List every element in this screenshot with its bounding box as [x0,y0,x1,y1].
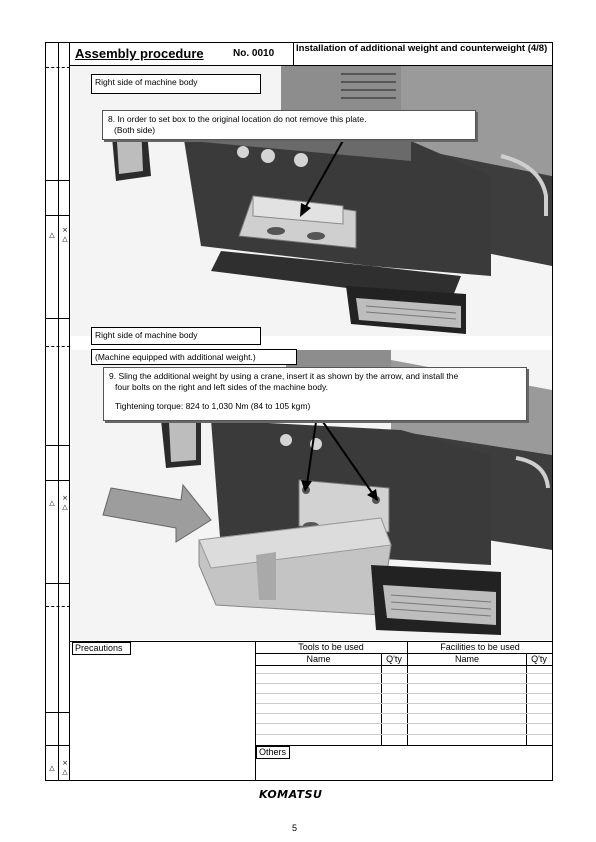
revision-triangle-mark: △ [49,499,55,507]
note-line [109,393,521,401]
margin-line [46,480,70,481]
komatsu-logo: KOMATSU [259,788,323,801]
tools-qty-header: Q'ty [386,654,402,664]
procedure-subject: Installation of additional weight and co… [296,43,548,54]
revision-column-divider [58,42,59,781]
margin-line [46,712,70,713]
header-separator [293,42,294,65]
table-top-border [70,641,553,642]
margin-dash [46,606,70,607]
revision-triangle-mark: △ [62,235,68,243]
table-subheader-line [256,665,552,666]
tools-header: Tools to be used [298,642,364,652]
revision-triangle-mark: △ [62,503,68,511]
tools-qty-divider [381,653,382,745]
table-row-line [256,713,552,714]
section1-location-label: Right side of machine body [91,74,261,94]
others-divider [256,745,552,746]
table-row-line [256,673,552,674]
table-row-line [256,683,552,684]
left-revision-column [45,42,70,781]
facilities-header: Facilities to be used [440,642,520,652]
header-divider [70,65,553,66]
illustration-plate-location [71,66,552,336]
page-frame [45,42,553,781]
tools-name-header: Name [306,654,331,664]
table-row-line [256,723,552,724]
section2-location-label: Right side of machine body [91,327,261,345]
others-label: Others [256,746,290,759]
revision-triangle-mark: △ [49,764,55,772]
revision-triangle-mark: △ [49,231,55,239]
facilities-name-header: Name [454,654,479,664]
facilities-qty-divider [526,653,527,745]
margin-line [46,215,70,216]
facilities-qty-header: Q'ty [531,654,547,664]
precautions-label: Precautions [72,642,131,655]
page-title: Assembly procedure [75,46,204,61]
margin-line [46,583,70,584]
note-line: 8. In order to set box to the original l… [108,114,367,124]
section2-condition-label: (Machine equipped with additional weight… [91,349,297,365]
revision-cross-mark: × [62,759,68,767]
table-row-line [256,693,552,694]
revision-triangle-mark: △ [62,768,68,776]
margin-line [46,445,70,446]
margin-dash [46,346,70,347]
note-line: (Both side) [114,125,156,135]
margin-line [46,180,70,181]
table-row-line [256,703,552,704]
table-row-line [256,734,552,735]
note-line: Tightening torque: 824 to 1,030 Nm (84 t… [115,401,311,411]
note-line: four bolts on the right and left sides o… [115,382,328,392]
revision-cross-mark: × [62,494,68,502]
margin-line [46,745,70,746]
section1-instruction-note: 8. In order to set box to the original l… [102,110,476,140]
section2-instruction-note: 9. Sling the additional weight by using … [103,367,527,421]
document-number: No. 0010 [233,48,275,59]
margin-dash [46,67,70,68]
note-line: 9. Sling the additional weight by using … [109,371,459,381]
revision-cross-mark: × [62,226,68,234]
margin-line [46,318,70,319]
table-header-line [256,653,552,654]
precautions-divider [255,641,256,781]
page-number: 5 [292,823,298,833]
